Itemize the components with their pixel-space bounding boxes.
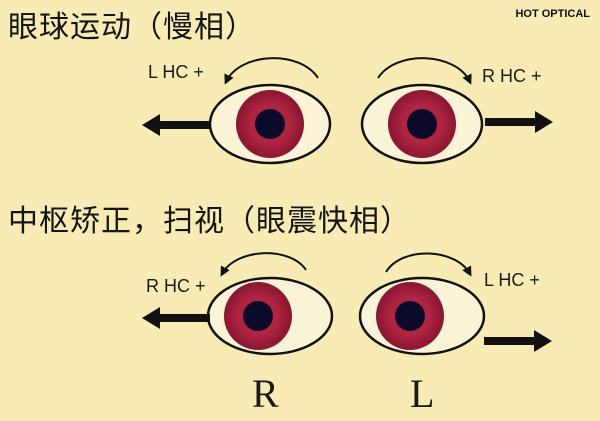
eye-icon: [362, 85, 482, 163]
curved-arrow-icon: [222, 253, 306, 274]
arrow-right-icon: [485, 111, 553, 133]
curved-arrow-icon: [378, 58, 470, 82]
arrow-left-icon: [142, 307, 210, 329]
arrow-right-icon: [484, 330, 552, 352]
eye-icon: [208, 278, 332, 354]
arrow-left-icon: [142, 114, 210, 136]
eye-icon: [210, 85, 330, 163]
curved-arrow-icon: [386, 253, 470, 274]
curved-arrow-icon: [226, 58, 318, 82]
eye-icon: [360, 278, 484, 354]
